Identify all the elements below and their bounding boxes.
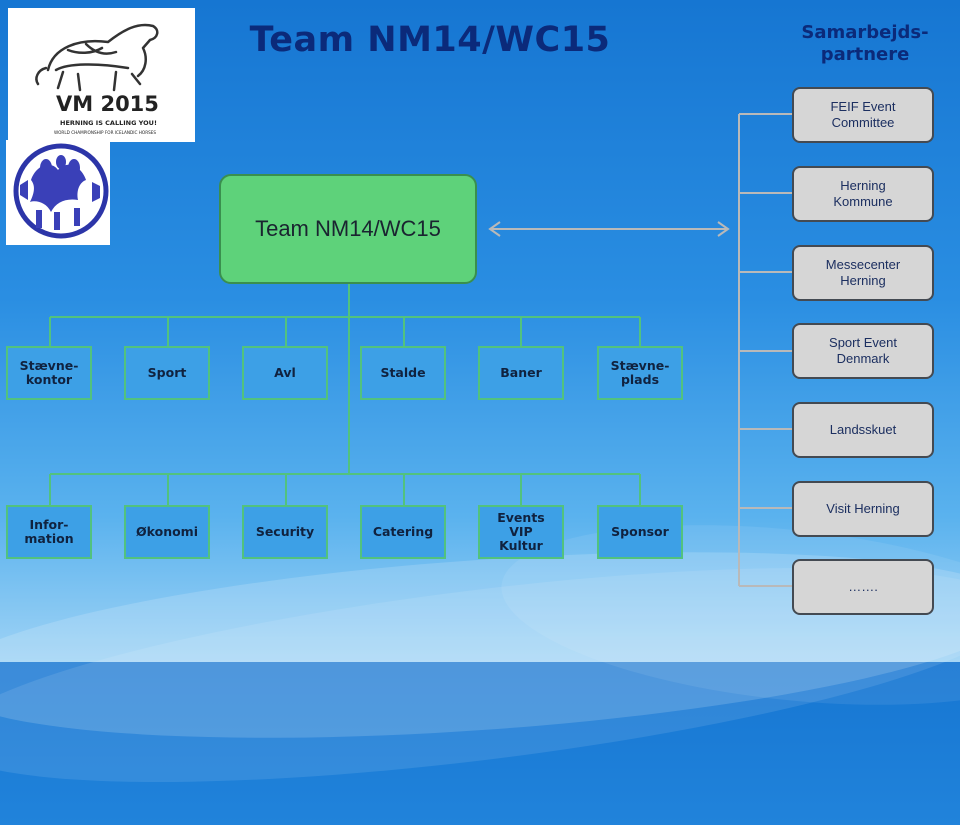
org-node-sponsor: Sponsor: [597, 505, 683, 559]
org-node-events: Events VIP Kultur: [478, 505, 564, 559]
connector-lines: [49, 113, 792, 587]
partners-heading: Samarbejds- partnere: [801, 22, 929, 65]
partner-more: …….: [792, 559, 934, 615]
partner-herning-kommune: Herning Kommune: [792, 166, 934, 222]
org-node-baner: Baner: [478, 346, 564, 400]
partner-visit-herning: Visit Herning: [792, 481, 934, 537]
org-node-sport: Sport: [124, 346, 210, 400]
partner-sport-event-denmark: Sport Event Denmark: [792, 323, 934, 379]
page-title: Team NM14/WC15: [249, 20, 611, 60]
org-node-catering: Catering: [360, 505, 446, 559]
org-node-information: Infor- mation: [6, 505, 92, 559]
horse-logo-icon: VM 2015 HERNING IS CALLING YOU! WORLD CH…: [35, 23, 159, 135]
org-node-staevnekontor: Stævne- kontor: [6, 346, 92, 400]
emblem-icon: [13, 143, 109, 239]
org-node-security: Security: [242, 505, 328, 559]
org-node-okonomi: Økonomi: [124, 505, 210, 559]
emblem-logo: [6, 140, 110, 245]
org-node-staevneplads: Stævne- plads: [597, 346, 683, 400]
svg-text:HERNING IS CALLING YOU!: HERNING IS CALLING YOU!: [60, 119, 157, 127]
partner-feif: FEIF Event Committee: [792, 87, 934, 143]
central-team-node: Team NM14/WC15: [219, 174, 477, 284]
svg-text:VM 2015: VM 2015: [56, 92, 159, 116]
partner-landsskuet: Landsskuet: [792, 402, 934, 458]
org-node-avl: Avl: [242, 346, 328, 400]
partner-messecenter: Messecenter Herning: [792, 245, 934, 301]
vm2015-logo: VM 2015 HERNING IS CALLING YOU! WORLD CH…: [8, 8, 195, 142]
svg-text:WORLD CHAMPIONSHIP FOR ICELAND: WORLD CHAMPIONSHIP FOR ICELANDIC HORSES: [54, 130, 156, 135]
org-node-stalde: Stalde: [360, 346, 446, 400]
